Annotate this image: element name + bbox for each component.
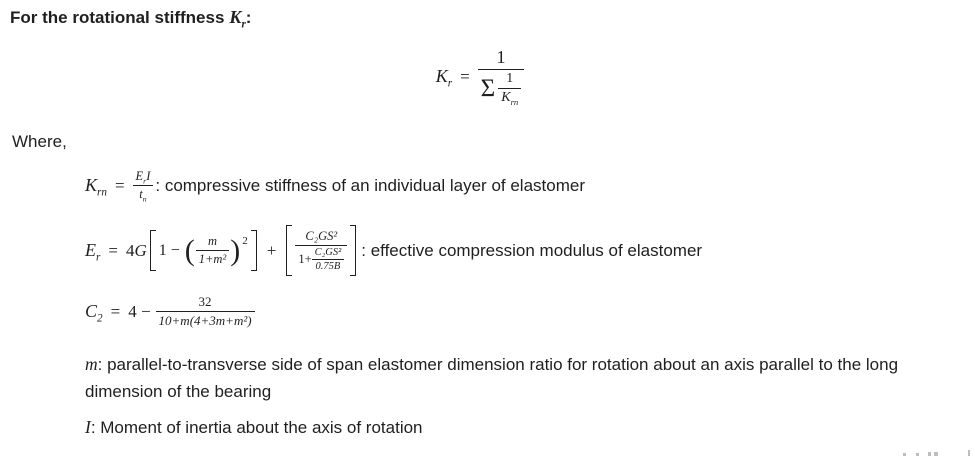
er-lhs: Er: [85, 240, 101, 264]
m-description: : parallel-to-transverse side of span el…: [85, 355, 899, 401]
c2-fraction-denominator: 10+m(4+3m+m²): [158, 313, 252, 328]
inner-fraction-numerator: 1: [498, 71, 522, 89]
inner-fraction: 1 Krn: [498, 71, 522, 106]
definition-c2: C2 = 4 − 32 10+m(4+3m+m²): [85, 294, 255, 329]
krn-description: : compressive stiffness of an individual…: [155, 175, 585, 195]
var-I: I: [146, 169, 151, 183]
cropped-text-fragment: [903, 453, 906, 456]
bracket-1-content: 1 − ( m 1+m² ) 2: [156, 230, 251, 271]
right-paren: ): [230, 233, 241, 267]
bracket-2-content: C₂GS² 1+ C₂GS² 0.75B: [292, 225, 350, 276]
cropped-text-fragment: [968, 450, 970, 456]
four-minus-term: 4 −: [128, 301, 151, 321]
left-bracket: [149, 230, 156, 271]
var-t-sub: n: [142, 194, 147, 204]
var-E: E: [85, 240, 96, 260]
var-K-sub: r: [447, 77, 453, 90]
bracket-group-1: 1 − ( m 1+m² ) 2: [149, 230, 257, 271]
bracket-group-2: C₂GS² 1+ C₂GS² 0.75B: [286, 225, 357, 276]
main-fraction-numerator: 1: [477, 47, 525, 70]
page-title-text: For the rotational stiffness: [10, 8, 225, 27]
c2-fraction: 32 10+m(4+3m+m²): [155, 294, 255, 329]
var-E-sub: r: [143, 176, 147, 186]
krn-fraction: ErI tn: [132, 169, 154, 204]
c2-lhs: C2: [85, 301, 103, 325]
var-K: K: [85, 175, 98, 195]
cropped-text-fragment: [916, 453, 919, 456]
c2gs-fraction-numerator: C₂GS²: [295, 229, 348, 246]
krn-fraction-numerator: ErI: [132, 169, 154, 186]
var-K: K: [435, 66, 448, 86]
definition-er: Er = 4 G 1 − ( m 1+m² ) 2 + C₂GS²: [85, 225, 702, 276]
heading-colon: :: [245, 8, 252, 27]
cropped-text-fragment: [934, 452, 938, 456]
var-K: K: [229, 7, 242, 27]
c2gs-fraction-denominator: 1+ C₂GS² 0.75B: [295, 246, 347, 272]
left-paren: (: [184, 233, 195, 267]
var-I: I: [85, 417, 91, 437]
var-m: m: [85, 354, 98, 374]
main-fraction-denominator: Σ 1 Krn: [478, 70, 525, 106]
equals-sign: =: [114, 175, 125, 195]
one-plus-term: 1+: [298, 252, 312, 266]
inner-c2gs-numerator: C₂GS²: [311, 247, 345, 260]
var-K: K: [501, 90, 511, 105]
left-bracket: [286, 225, 293, 276]
right-bracket: [250, 230, 257, 271]
krn-fraction-denominator: tn: [133, 186, 154, 204]
m-fraction: m 1+m²: [195, 234, 230, 267]
var-K-sub: r: [241, 18, 246, 31]
inner-c2gs-fraction: C₂GS² 0.75B: [311, 247, 345, 272]
var-E: E: [135, 169, 144, 183]
krn-lhs: Krn: [85, 175, 107, 199]
main-fraction: 1 Σ 1 Krn: [477, 47, 525, 106]
eq-main-lhs: Kr: [435, 66, 453, 90]
equals-sign: =: [108, 240, 118, 260]
right-bracket: [350, 225, 357, 276]
var-K-sub: rn: [510, 96, 519, 107]
sigma-symbol: Σ: [480, 75, 496, 102]
definition-m: m: parallel-to-transverse side of span e…: [85, 351, 937, 405]
coefficient-4: 4: [125, 240, 135, 260]
exponent-2: 2: [242, 235, 248, 247]
i-description: : Moment of inertia about the axis of ro…: [90, 418, 423, 437]
plus-sign: +: [266, 240, 277, 260]
var-K-sub: rn: [97, 186, 107, 199]
equals-sign: =: [460, 66, 470, 86]
c2-fraction-numerator: 32: [155, 294, 255, 312]
var-G: G: [134, 240, 147, 260]
where-label: Where,: [12, 132, 67, 151]
equals-sign: =: [110, 301, 121, 321]
equation-rotational-stiffness: Kr = 1 Σ 1 Krn: [0, 47, 960, 106]
var-t: t: [139, 187, 143, 201]
cropped-text-fragment: [928, 452, 931, 456]
definition-i: I: Moment of inertia about the axis of r…: [85, 417, 423, 438]
inner-c2gs-denominator: 0.75B: [315, 261, 341, 272]
m-fraction-numerator: m: [195, 234, 230, 251]
var-C: C: [85, 301, 98, 321]
definition-krn: Krn = ErI tn : compressive stiffness of …: [85, 169, 585, 204]
one-minus-term: 1 −: [158, 241, 180, 259]
var-E-sub: r: [96, 251, 101, 264]
var-C-sub: 2: [97, 312, 103, 325]
inner-fraction-denominator: Krn: [498, 89, 521, 106]
c2gs-fraction: C₂GS² 1+ C₂GS² 0.75B: [295, 229, 348, 272]
er-description: : effective compression modulus of elast…: [361, 240, 703, 260]
heading-var-kr: Kr: [229, 7, 245, 30]
m-fraction-denominator: 1+m²: [198, 252, 227, 266]
